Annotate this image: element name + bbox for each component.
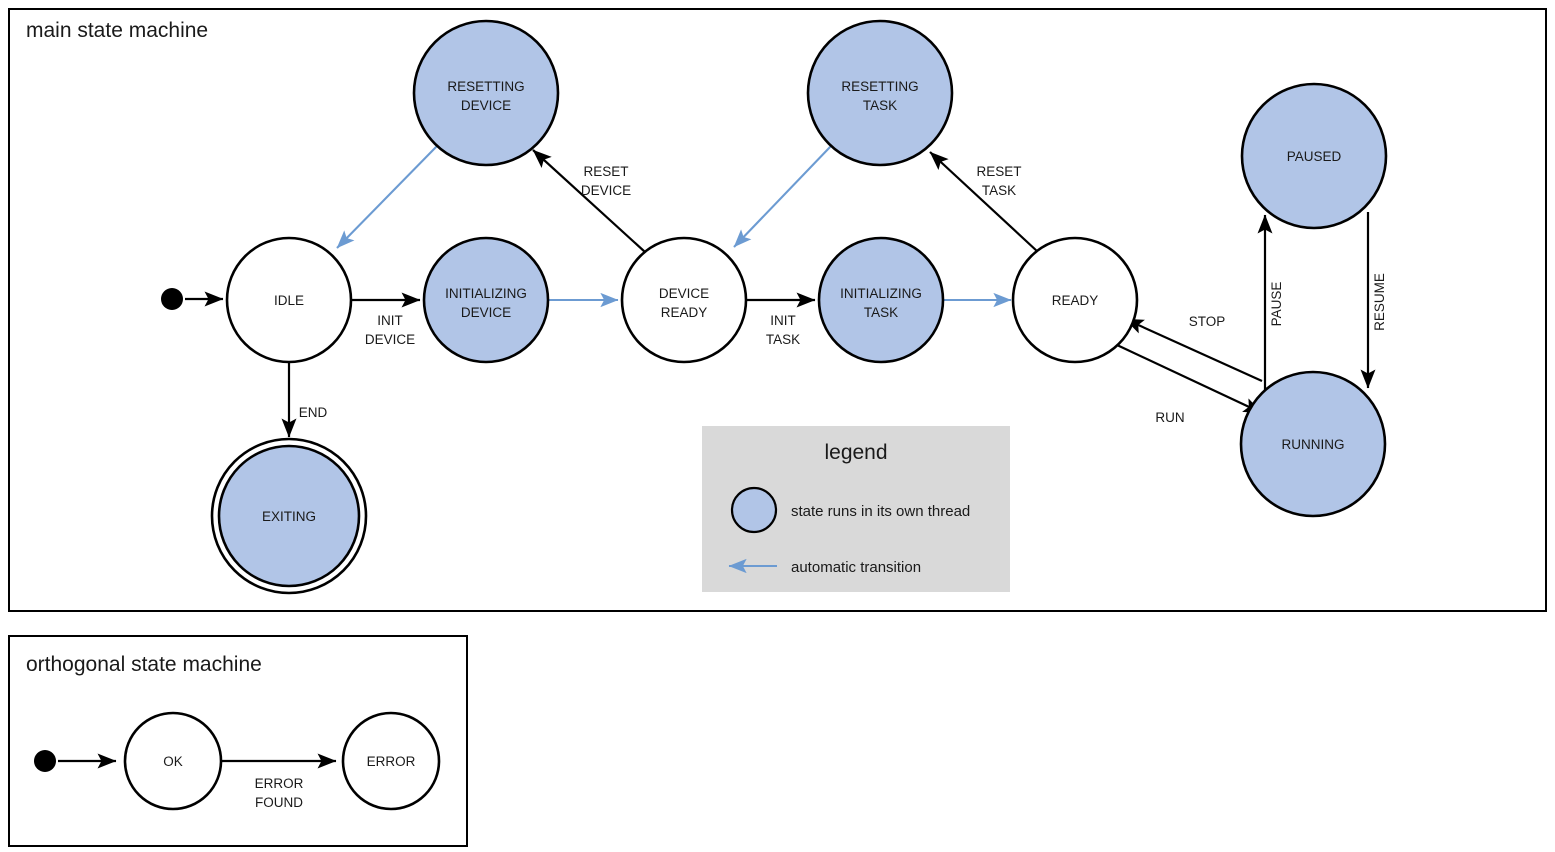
edge-label-init-task-line1: INIT: [770, 313, 796, 328]
transition-ready-to-running: [1116, 344, 1263, 414]
state-node-initializing-device[interactable]: INITIALIZING DEVICE: [422, 236, 550, 364]
legend-title: legend: [824, 441, 887, 464]
legend: legend state runs in its own thread auto…: [702, 426, 1010, 592]
state-circle-device-ready[interactable]: [620, 236, 748, 364]
transition-running-to-ready: [1124, 317, 1263, 383]
state-node-error[interactable]: ERROR: [341, 711, 441, 811]
edge-label-init-device-line1: INIT: [377, 313, 403, 328]
state-label-device-ready-line1: DEVICE: [659, 286, 709, 301]
legend-item-threaded-state: state runs in its own thread: [730, 486, 970, 534]
state-circle-ready[interactable]: [1011, 236, 1139, 364]
state-label-ready: READY: [1052, 293, 1099, 308]
state-label-running: RUNNING: [1282, 437, 1345, 452]
state-circle-paused[interactable]: [1240, 82, 1388, 230]
state-circle-error[interactable]: [341, 711, 441, 811]
state-label-device-ready-line2: READY: [661, 305, 708, 320]
state-label-initializing-task-line1: INITIALIZING: [840, 286, 922, 301]
state-node-ready[interactable]: READY: [1011, 236, 1139, 364]
state-node-exiting[interactable]: EXITING: [210, 437, 368, 595]
state-circle-resetting-task[interactable]: [806, 19, 954, 167]
state-circle-initializing-task[interactable]: [817, 236, 945, 364]
main-states: RESETTING DEVICE IDLE INITIALIZING DEVIC…: [161, 19, 1388, 595]
edge-label-run: RUN: [1155, 410, 1184, 425]
state-circle-ok[interactable]: [123, 711, 223, 811]
initial-state-dot[interactable]: [161, 288, 183, 310]
edge-label-error-found-line2: FOUND: [255, 795, 303, 810]
state-node-resetting-device[interactable]: RESETTING DEVICE: [412, 19, 560, 167]
state-circle-initializing-device[interactable]: [422, 236, 550, 364]
state-node-running[interactable]: RUNNING: [1239, 370, 1387, 518]
state-node-paused[interactable]: PAUSED: [1240, 82, 1388, 230]
legend-item-automatic-transition: automatic transition: [728, 558, 921, 576]
state-label-error: ERROR: [367, 754, 416, 769]
edge-label-resume: RESUME: [1372, 273, 1387, 331]
edge-label-reset-device-line2: DEVICE: [581, 183, 631, 198]
state-label-resetting-device-line2: DEVICE: [461, 98, 511, 113]
state-label-ok: OK: [163, 754, 183, 769]
edge-label-pause: PAUSE: [1269, 282, 1284, 327]
main-transitions: INIT DEVICE RESET DEVICE END INIT TASK R…: [185, 145, 1387, 438]
edge-label-reset-task-line1: RESET: [976, 164, 1021, 179]
state-label-initializing-device-line2: DEVICE: [461, 305, 511, 320]
state-label-resetting-device-line1: RESETTING: [447, 79, 524, 94]
edge-label-end: END: [299, 405, 328, 420]
state-circle-idle[interactable]: [225, 236, 353, 364]
edge-label-reset-device-line1: RESET: [583, 164, 628, 179]
state-node-resetting-task[interactable]: RESETTING TASK: [806, 19, 954, 167]
state-label-initializing-task-line2: TASK: [864, 305, 898, 320]
state-circle-exiting-inner[interactable]: [217, 444, 361, 588]
legend-label-automatic-transition: automatic transition: [791, 559, 921, 576]
state-node-ok[interactable]: OK: [123, 711, 223, 811]
edge-label-reset-task-line2: TASK: [982, 183, 1016, 198]
state-label-resetting-task-line2: TASK: [863, 98, 897, 113]
state-circle-resetting-device[interactable]: [412, 19, 560, 167]
state-label-initializing-device-line1: INITIALIZING: [445, 286, 527, 301]
state-circle-running[interactable]: [1239, 370, 1387, 518]
edge-label-error-found-line1: ERROR: [255, 776, 304, 791]
transition-device-ready-to-resetting-device: [532, 149, 646, 253]
edge-label-init-task-line2: TASK: [766, 332, 800, 347]
transition-resetting-task-to-device-ready: [733, 145, 832, 248]
transition-ready-to-resetting-task: [929, 151, 1039, 253]
state-node-idle[interactable]: IDLE: [225, 236, 353, 364]
state-label-paused: PAUSED: [1287, 149, 1342, 164]
state-label-exiting: EXITING: [262, 509, 316, 524]
legend-label-threaded-state: state runs in its own thread: [791, 503, 970, 520]
edge-label-init-device-line2: DEVICE: [365, 332, 415, 347]
state-label-resetting-task-line1: RESETTING: [841, 79, 918, 94]
state-node-device-ready[interactable]: DEVICE READY: [620, 236, 748, 364]
transition-resetting-device-to-idle: [336, 145, 438, 249]
main-frame-title: main state machine: [26, 19, 208, 42]
state-node-initializing-task[interactable]: INITIALIZING TASK: [817, 236, 945, 364]
orthogonal-initial-state-dot[interactable]: [34, 750, 56, 772]
orthogonal-frame-title: orthogonal state machine: [26, 653, 262, 676]
orthogonal-state-machine-frame: orthogonal state machine ERROR FOUND OK …: [8, 635, 468, 847]
state-label-idle: IDLE: [274, 293, 304, 308]
legend-swatch-circle-icon: [730, 486, 778, 534]
edge-label-stop: STOP: [1189, 314, 1226, 329]
